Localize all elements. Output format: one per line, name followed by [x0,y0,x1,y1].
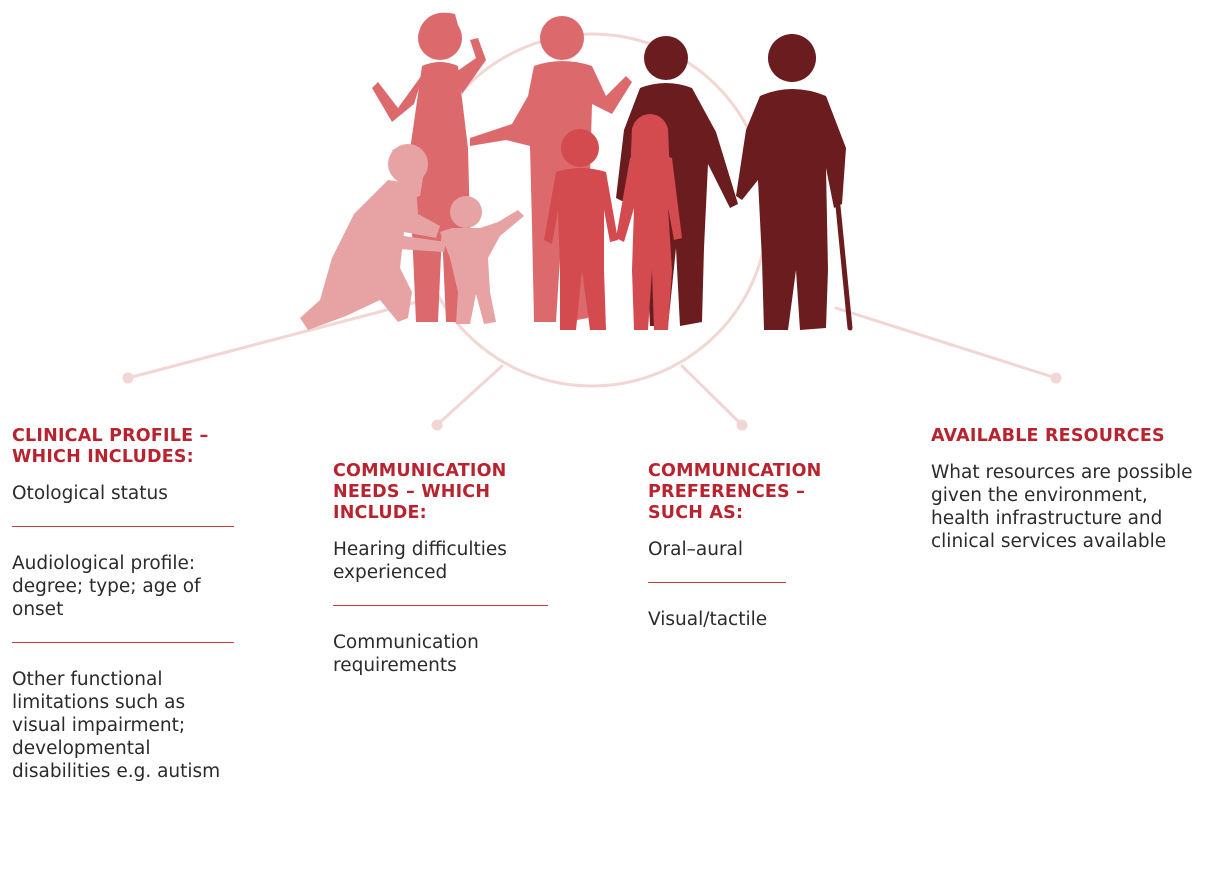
available-resources-heading: AVAILABLE RESOURCES [931,426,1165,446]
person-man-standing [470,16,632,322]
person-child-girl [616,114,682,330]
divider [12,526,234,527]
communication-preferences-heading: COMMUNICATION PREFERENCES – SUCH AS: [648,461,822,523]
dot-needs [431,419,443,431]
connector-needs [435,364,504,427]
preferences-item-oral-aural: Oral–aural [648,539,744,560]
column-clinical-profile: CLINICAL PROFILE – WHICH INCLUDES: Otolo… [12,426,234,783]
connector-resources [834,306,1058,380]
group-of-people-silhouette-icon [300,12,853,331]
connector-dots [122,372,1062,431]
walking-cane [835,203,853,331]
clinical-item-audiological: Audiological profile: degree; type; age … [12,553,201,620]
person-elderly-man [736,34,846,330]
person-toddler [440,196,524,324]
dot-preferences [736,419,748,431]
person-child-boy [544,129,618,330]
connector-preferences [680,364,744,427]
preferences-item-visual-tactile: Visual/tactile [648,609,768,630]
divider [333,605,548,606]
person-kneeling-woman [300,144,446,330]
dot-resources [1050,372,1062,384]
resources-item-description: What resources are possible given the en… [931,462,1193,552]
clinical-item-other-limitations: Other functional limitations such as vis… [12,669,221,782]
connector-clinical [126,296,434,380]
needs-item-communication-requirements: Communication requirements [333,632,479,676]
column-communication-preferences: COMMUNICATION PREFERENCES – SUCH AS: Ora… [648,461,858,631]
dot-clinical [122,372,134,384]
column-available-resources: AVAILABLE RESOURCES What resources are p… [931,426,1203,553]
divider [12,642,234,643]
divider [648,582,786,583]
column-communication-needs: COMMUNICATION NEEDS – WHICH INCLUDE: Hea… [333,461,548,677]
clinical-item-otological: Otological status [12,483,168,504]
needs-item-hearing-difficulties: Hearing difficulties experienced [333,539,507,583]
communication-needs-heading: COMMUNICATION NEEDS – WHICH INCLUDE: [333,461,507,523]
clinical-profile-heading: CLINICAL PROFILE – WHICH INCLUDES: [12,426,209,467]
